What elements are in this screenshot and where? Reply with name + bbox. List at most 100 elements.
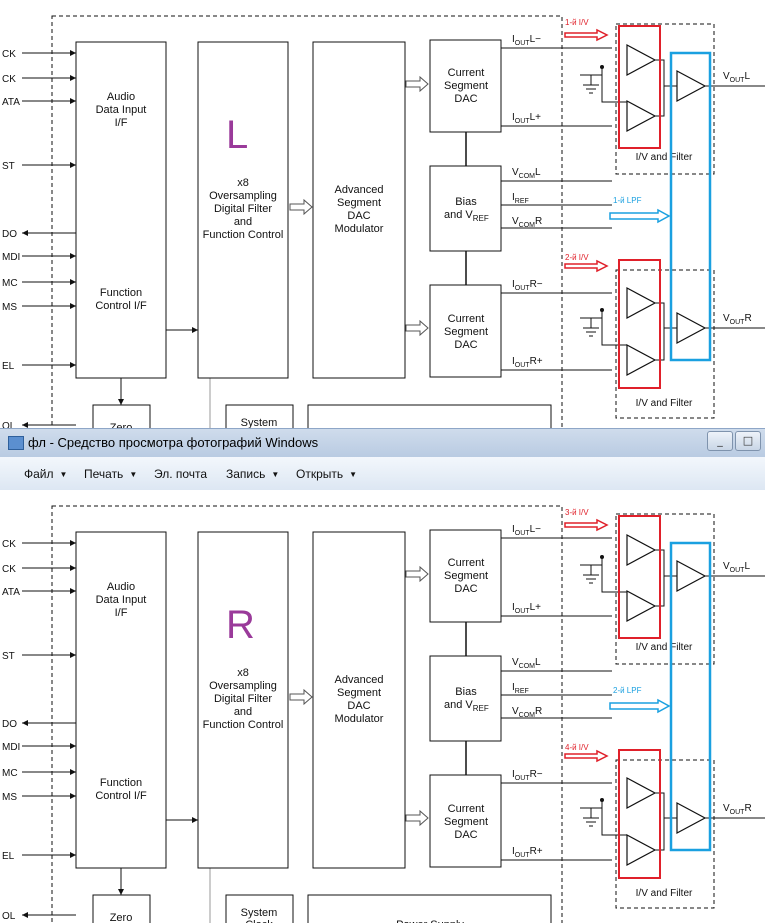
highlight-lpf	[669, 51, 712, 362]
bias-block	[429, 165, 502, 252]
dac-block-label: DAC	[454, 583, 477, 595]
annotation-iv-1: 3-й I/V	[565, 508, 589, 517]
modulator-block-label: Segment	[337, 687, 381, 699]
filter-block-label: Function Control	[203, 719, 284, 731]
pin-label: CK	[2, 74, 16, 85]
red-arrow-icon	[564, 749, 609, 763]
dac-block-label: Current	[448, 557, 485, 569]
dac-block-label: Current	[448, 803, 485, 815]
bias-label: Bias	[455, 196, 477, 208]
audio-block-label: Audio	[107, 581, 135, 593]
photo-viewer-icon	[8, 436, 24, 450]
wire	[655, 817, 677, 851]
wire	[601, 800, 627, 836]
menu-burn[interactable]: Запись▼	[226, 467, 279, 481]
wire	[655, 59, 677, 87]
bias-label: and VREF	[444, 209, 489, 223]
dac-block-label: Current	[448, 313, 485, 325]
pin-label: MC	[2, 768, 18, 779]
current-dac-block	[429, 529, 502, 623]
window-title: фл - Средство просмотра фотографий Windo…	[28, 435, 319, 450]
window-titlebar[interactable]: фл - Средство просмотра фотографий Windo…	[0, 428, 765, 457]
vcom-label: VCOML	[512, 167, 541, 180]
arrowhead-icon	[70, 162, 76, 168]
current-dac-block	[429, 39, 502, 133]
arrowhead-icon	[192, 327, 198, 333]
menu-email[interactable]: Эл. почта	[154, 467, 207, 481]
iref-label: IREF	[512, 682, 529, 695]
pin-label: MC	[2, 278, 18, 289]
iout-label: IOUTR+	[512, 356, 543, 369]
function-block-label: Control I/F	[95, 790, 147, 802]
menu-file[interactable]: Файл▼	[24, 467, 67, 481]
filter-block-label: Oversampling	[209, 680, 277, 692]
modulator-block-label: Segment	[337, 197, 381, 209]
chip-outline	[51, 15, 563, 428]
dac-block-label: DAC	[454, 339, 477, 351]
data-flow-arrow	[405, 319, 429, 337]
minimize-button[interactable]: _	[707, 431, 733, 451]
arrowhead-icon	[70, 652, 76, 658]
menu-open[interactable]: Открыть▼	[296, 467, 357, 481]
highlight-iv-1	[618, 515, 661, 639]
pin-label: ATA	[2, 97, 20, 108]
function-block-label: Control I/F	[95, 300, 147, 312]
filter-block-label: Oversampling	[209, 190, 277, 202]
filter-opamp	[676, 801, 707, 835]
vcom-label: VCOMR	[512, 216, 542, 229]
system-clock-label: System	[241, 417, 278, 428]
pin-label: CK	[2, 49, 16, 60]
annotation-iv-2: 2-й I/V	[565, 253, 589, 262]
filter-block-label: Function Control	[203, 229, 284, 241]
arrowhead-icon	[70, 565, 76, 571]
vout-label: VOUTR	[723, 313, 752, 326]
data-flow-arrow	[289, 688, 313, 706]
system-clock-label: System	[241, 907, 278, 919]
modulator-block-label: DAC	[347, 700, 370, 712]
iv-filter-box	[615, 269, 715, 419]
arrowhead-icon	[70, 540, 76, 546]
menu-print[interactable]: Печать▼	[84, 467, 137, 481]
zero-detect-block	[92, 404, 151, 428]
system-clock-block	[225, 894, 294, 923]
wire	[655, 549, 677, 577]
iv-opamp	[626, 533, 657, 567]
iv-filter-label: I/V and Filter	[636, 152, 693, 163]
wire	[601, 557, 627, 593]
iv-opamp	[626, 589, 657, 623]
system-clock-block	[225, 404, 294, 428]
dac-block-label: DAC	[454, 93, 477, 105]
iout-label: IOUTL+	[512, 602, 541, 615]
blue-arrow-icon	[609, 208, 671, 224]
highlight-iv-1	[618, 25, 661, 149]
pin-label: DO	[2, 719, 17, 730]
vout-label: VOUTR	[723, 803, 752, 816]
pin-label: MS	[2, 792, 17, 803]
audio-block-label: Audio	[107, 91, 135, 103]
data-flow-arrow	[405, 75, 429, 93]
iv-filter-label: I/V and Filter	[636, 642, 693, 653]
arrowhead-icon	[70, 852, 76, 858]
filter-block-label: x8	[237, 667, 249, 679]
wire	[601, 67, 627, 103]
modulator-block-label: Advanced	[335, 674, 384, 686]
red-arrow-icon	[564, 28, 609, 42]
filter-opamp	[676, 559, 707, 593]
blue-arrow-icon	[609, 698, 671, 714]
current-dac-block	[429, 774, 502, 868]
arrowhead-icon	[192, 817, 198, 823]
digital-filter-block	[197, 531, 289, 869]
ground-icon	[580, 317, 602, 337]
wire	[601, 310, 627, 346]
ground-icon	[580, 564, 602, 584]
annotation-lpf: 2-й LPF	[613, 686, 642, 695]
ground-icon	[580, 74, 602, 94]
dac-block-label: Current	[448, 67, 485, 79]
iv-filter-box	[615, 513, 715, 665]
pin-label: ST	[2, 161, 15, 172]
maximize-button[interactable]: □	[735, 431, 761, 451]
highlight-iv-2	[618, 259, 661, 389]
